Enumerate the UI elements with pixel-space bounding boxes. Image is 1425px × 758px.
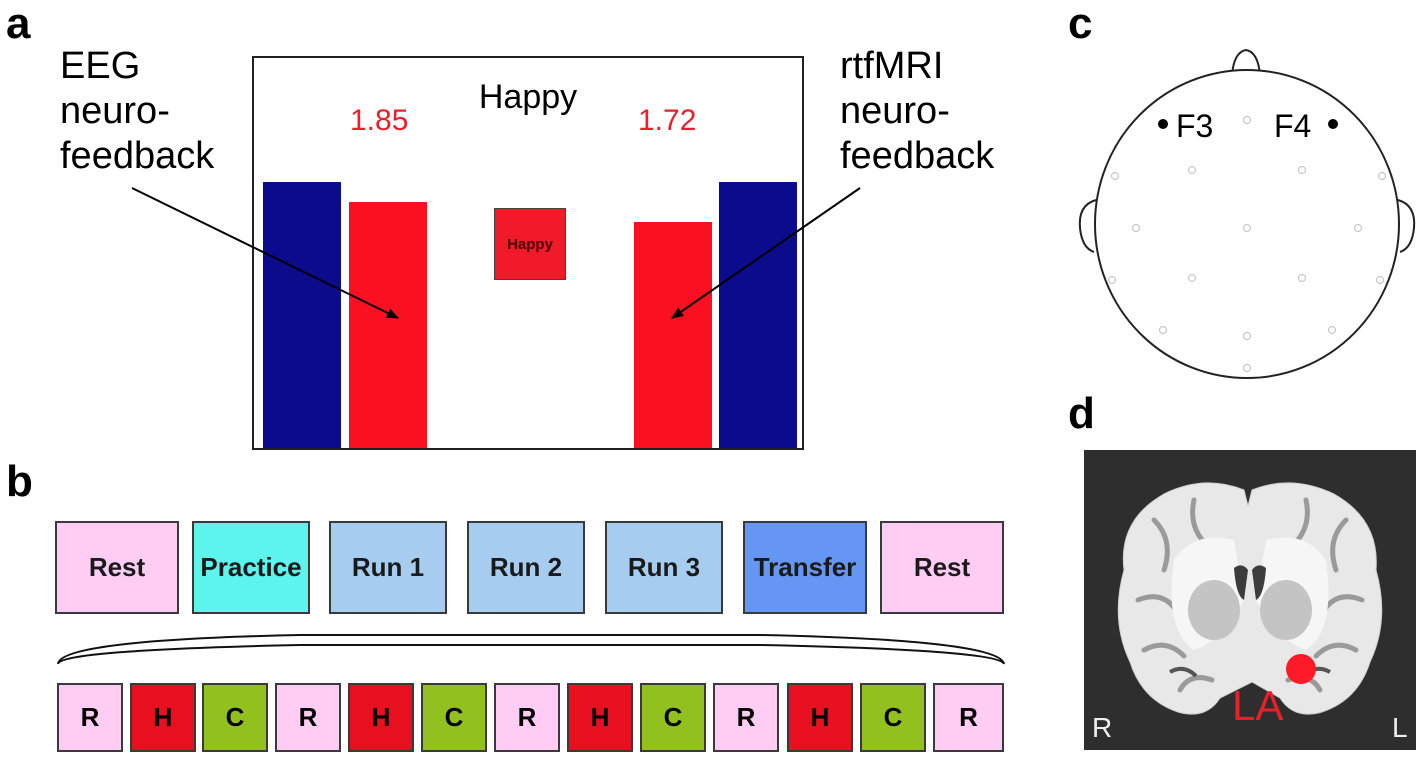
screen-title: Happy bbox=[478, 78, 578, 116]
block-practice: Practice bbox=[192, 521, 310, 614]
right-target-bar bbox=[719, 182, 797, 448]
rtfmri-label: rtfMRI neuro- feedback bbox=[840, 44, 1040, 179]
eeg-label-line-1: EEG bbox=[60, 45, 141, 87]
panel-letter-a: a bbox=[6, 0, 31, 48]
rtfmri-label-line-1: rtfMRI bbox=[840, 45, 944, 87]
electrode-f3-label: F3 bbox=[1176, 108, 1213, 144]
rtfmri-arrow bbox=[671, 187, 861, 319]
brain-slice-panel: LA R L bbox=[1084, 450, 1416, 750]
right-feedback-bar bbox=[634, 222, 712, 448]
condition-rest-3: R bbox=[494, 683, 560, 752]
condition-count-3: C bbox=[640, 683, 706, 752]
center-happy-box: Happy bbox=[494, 208, 566, 280]
left-value: 1.85 bbox=[350, 104, 409, 137]
head-nose bbox=[1231, 48, 1261, 76]
panel-letter-d: d bbox=[1068, 389, 1095, 438]
block-run-3: Run 3 bbox=[605, 521, 723, 614]
block-rest-1: Rest bbox=[55, 521, 179, 614]
block-transfer: Transfer bbox=[743, 521, 867, 614]
condition-happy-4: H bbox=[787, 683, 853, 752]
electrode-f4-dot bbox=[1328, 119, 1338, 129]
rtfmri-label-line-2: neuro- bbox=[840, 90, 950, 132]
center-happy-label: Happy bbox=[507, 235, 553, 253]
condition-happy-1: H bbox=[130, 683, 196, 752]
block-run-2: Run 2 bbox=[467, 521, 585, 614]
amygdala-roi bbox=[1286, 654, 1316, 684]
eeg-arrow bbox=[131, 187, 399, 319]
block-rest-2: Rest bbox=[880, 521, 1004, 614]
condition-count-1: C bbox=[202, 683, 268, 752]
condition-rest-4: R bbox=[713, 683, 779, 752]
condition-rest-5: R bbox=[933, 683, 1004, 752]
right-value: 1.72 bbox=[638, 104, 697, 137]
coronal-brain-slice bbox=[1117, 482, 1383, 715]
head-left-ear bbox=[1078, 199, 1097, 253]
eeg-head-map: F3 F4 bbox=[1078, 48, 1416, 379]
block-run-1: Run 1 bbox=[329, 521, 447, 614]
eeg-label-line-3: feedback bbox=[60, 135, 215, 177]
panel-letter-c: c bbox=[1068, 0, 1093, 48]
left-feedback-bar bbox=[349, 202, 427, 448]
eeg-label-line-2: neuro- bbox=[60, 90, 170, 132]
condition-count-2: C bbox=[421, 683, 487, 752]
feedback-screen: Happy 1.85 1.72 Happy bbox=[252, 56, 804, 450]
left-target-bar bbox=[263, 182, 341, 448]
eeg-label: EEG neuro- feedback bbox=[60, 44, 260, 179]
slice-side-left: R bbox=[1092, 712, 1113, 743]
electrode-sites bbox=[1107, 115, 1387, 373]
roi-label: LA bbox=[1232, 682, 1284, 729]
electrode-f4-label: F4 bbox=[1274, 108, 1311, 144]
rtfmri-label-line-3: feedback bbox=[840, 135, 995, 177]
condition-rest-2: R bbox=[275, 683, 341, 752]
head-right-ear bbox=[1397, 199, 1416, 253]
condition-happy-3: H bbox=[567, 683, 633, 752]
condition-rest-1: R bbox=[57, 683, 123, 752]
condition-happy-2: H bbox=[348, 683, 414, 752]
slice-side-right: L bbox=[1392, 712, 1408, 743]
panel-letter-b: b bbox=[6, 457, 33, 506]
condition-count-4: C bbox=[860, 683, 926, 752]
electrode-f3-dot bbox=[1158, 119, 1168, 129]
